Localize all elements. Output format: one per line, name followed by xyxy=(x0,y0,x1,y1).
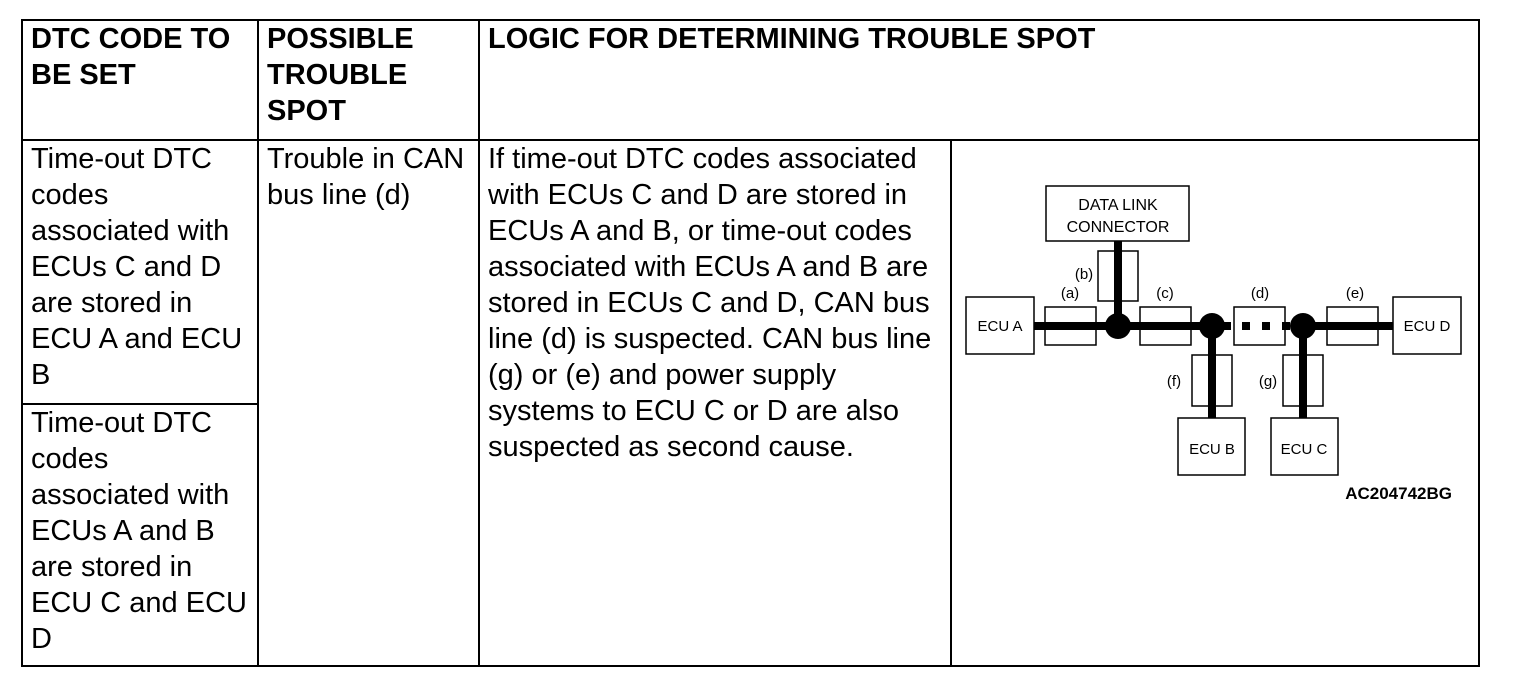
ecu-c-box xyxy=(1270,417,1339,476)
segment-box-g xyxy=(1282,354,1324,407)
ecu-b-box xyxy=(1177,417,1246,476)
segment-label-e: (e) xyxy=(1346,285,1364,302)
segment-label-f: (f) xyxy=(1167,373,1181,390)
column-divider-1 xyxy=(257,19,259,667)
header-logic: LOGIC FOR DETERMINING TROUBLE SPOT xyxy=(488,23,1096,55)
dtc-code-row-2: Time-out DTC codes associated with ECUs … xyxy=(31,407,247,655)
segment-label-g: (g) xyxy=(1259,373,1277,390)
bus-dot-1 xyxy=(1223,322,1231,330)
data-link-connector-label-line-2: CONNECTOR xyxy=(1067,219,1170,236)
segment-label-c: (c) xyxy=(1156,285,1174,302)
ecu-b-label: ECU B xyxy=(1189,441,1235,458)
figure-reference-code: AC204742BG xyxy=(1345,484,1452,503)
logic-description: If time-out DTC codes associated with EC… xyxy=(488,143,932,463)
row-divider xyxy=(21,403,259,405)
ecu-d-box xyxy=(1392,296,1462,355)
table-border-bottom xyxy=(21,665,1480,667)
segment-box-c xyxy=(1139,306,1192,346)
ecu-c-label: ECU C xyxy=(1281,441,1328,458)
segment-box-f xyxy=(1191,354,1233,407)
possible-trouble-spot: Trouble in CAN bus line (d) xyxy=(267,143,465,211)
diagram-divider xyxy=(950,139,952,667)
junction-node-1 xyxy=(1105,313,1131,339)
table-border-top xyxy=(21,19,1480,21)
bus-dot-3 xyxy=(1262,322,1270,330)
ecu-a-box xyxy=(965,296,1035,355)
header-dtc-code: DTC CODE TO BE SET xyxy=(31,23,231,91)
dtc-code-row-1: Time-out DTC codes associated with ECUs … xyxy=(31,143,243,391)
data-link-connector-box xyxy=(1045,185,1190,242)
segment-box-d xyxy=(1233,306,1286,346)
table-border-right xyxy=(1478,19,1480,667)
junction-node-2 xyxy=(1199,313,1225,339)
table-border-left xyxy=(21,19,23,667)
bus-dot-4 xyxy=(1282,322,1290,330)
segment-label-d: (d) xyxy=(1251,285,1269,302)
junction-node-3 xyxy=(1290,313,1316,339)
segment-label-b: (b) xyxy=(1075,266,1093,283)
segment-box-b xyxy=(1097,250,1139,302)
ecu-a-label: ECU A xyxy=(977,318,1022,335)
bus-dot-2 xyxy=(1242,322,1250,330)
header-divider xyxy=(21,139,1480,141)
can-bus-diagram: ECU A ECU D ECU B ECU C DATA LINK CONNEC… xyxy=(952,141,1479,666)
column-divider-2 xyxy=(478,19,480,667)
data-link-connector-label-line-1: DATA LINK xyxy=(1078,197,1158,214)
segment-box-a xyxy=(1044,306,1097,346)
segment-label-a: (a) xyxy=(1061,285,1079,302)
ecu-d-label: ECU D xyxy=(1404,318,1451,335)
segment-box-e xyxy=(1326,306,1379,346)
header-possible-trouble-spot: POSSIBLE TROUBLE SPOT xyxy=(267,23,414,127)
